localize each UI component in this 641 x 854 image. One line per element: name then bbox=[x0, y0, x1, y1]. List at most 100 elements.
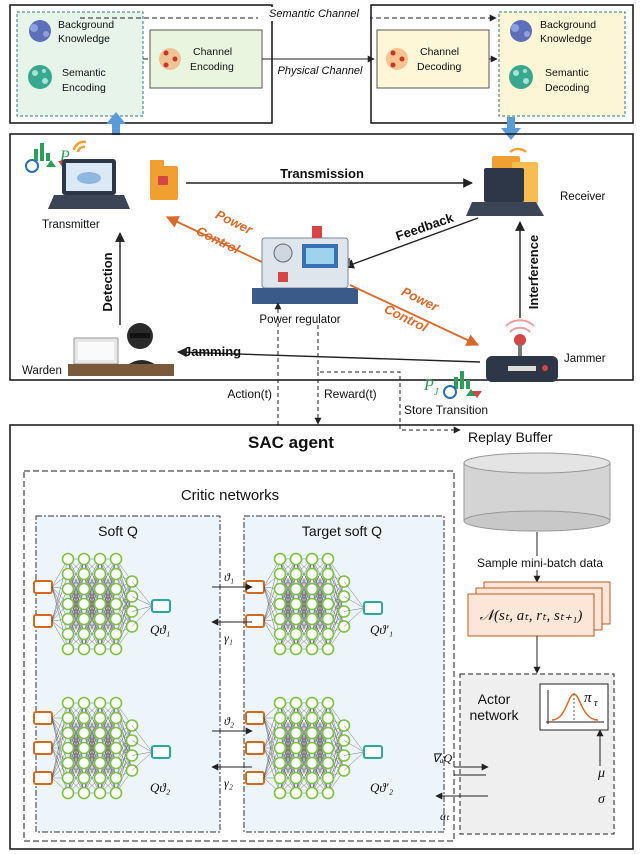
neuron bbox=[273, 726, 287, 740]
input-node bbox=[245, 771, 265, 785]
target-q2-label: Qϑ′₂ bbox=[370, 780, 394, 795]
theta1-label: ϑ₁ bbox=[224, 570, 234, 584]
neuron bbox=[109, 552, 123, 566]
blue-up-arrow bbox=[106, 112, 126, 135]
laptop-icon bbox=[466, 147, 544, 216]
neuron bbox=[273, 711, 287, 725]
neuron bbox=[289, 612, 303, 626]
neuron bbox=[109, 726, 123, 740]
replay-buffer-cylinder bbox=[463, 452, 611, 532]
warden-icon bbox=[68, 323, 174, 376]
neuron bbox=[61, 597, 75, 611]
neuron bbox=[61, 771, 75, 785]
neuron bbox=[305, 612, 319, 626]
neuron bbox=[77, 597, 91, 611]
rx-semantic-line2: Decoding bbox=[545, 82, 590, 94]
neuron bbox=[109, 597, 123, 611]
brain-icon bbox=[510, 20, 532, 42]
receiver-label: Receiver bbox=[560, 191, 606, 203]
neuron bbox=[273, 582, 287, 596]
feedback-arrow bbox=[344, 217, 479, 269]
neuron bbox=[93, 726, 107, 740]
folder-icon bbox=[150, 160, 178, 200]
neuron bbox=[289, 642, 303, 656]
neuron bbox=[93, 597, 107, 611]
feedback-label: Feedback bbox=[394, 210, 456, 244]
neuron bbox=[93, 741, 107, 755]
reward-label: Reward(t) bbox=[324, 387, 377, 401]
replay-buffer-label: Replay Buffer bbox=[468, 429, 553, 445]
target-soft-q-panel bbox=[243, 515, 445, 833]
neuron bbox=[61, 741, 75, 755]
semantic-channel-label: Semantic Channel bbox=[269, 8, 359, 20]
neuron bbox=[273, 552, 287, 566]
input-node bbox=[33, 741, 53, 755]
rx-channel-line2: Decoding bbox=[417, 61, 462, 73]
neuron bbox=[61, 696, 75, 710]
input-node bbox=[33, 711, 53, 725]
neuron bbox=[93, 642, 107, 656]
neuron bbox=[273, 627, 287, 641]
neuron bbox=[305, 711, 319, 725]
neuron bbox=[289, 597, 303, 611]
neuron bbox=[321, 756, 335, 770]
scene-frame bbox=[9, 133, 634, 381]
gamma1-label: γ₁ bbox=[224, 631, 233, 645]
neuron bbox=[321, 741, 335, 755]
policy-distribution-chart bbox=[539, 683, 609, 731]
power-regulator-icon bbox=[252, 226, 358, 304]
neuron bbox=[273, 786, 287, 800]
neuron bbox=[273, 612, 287, 626]
tx-bg-knowledge-line1: Background bbox=[58, 19, 114, 31]
neuron bbox=[109, 696, 123, 710]
transition-stack bbox=[467, 581, 611, 637]
neuron bbox=[289, 696, 303, 710]
neuron bbox=[321, 582, 335, 596]
neuron bbox=[61, 627, 75, 641]
neuron bbox=[93, 567, 107, 581]
neuron bbox=[93, 696, 107, 710]
neuron bbox=[289, 741, 303, 755]
neuron bbox=[305, 552, 319, 566]
input-node bbox=[245, 711, 265, 725]
transmitter-label: Transmitter bbox=[42, 219, 100, 231]
neuron bbox=[77, 786, 91, 800]
neuron bbox=[93, 756, 107, 770]
critic-networks-frame bbox=[23, 470, 455, 842]
neuron bbox=[289, 627, 303, 641]
soft-q-network-2 bbox=[33, 696, 171, 800]
neuron bbox=[109, 756, 123, 770]
neuron bbox=[61, 642, 75, 656]
neuron bbox=[321, 726, 335, 740]
transition-tuple: 𝒩(sₜ, aₜ, rₜ, sₜ₊₁) bbox=[480, 608, 583, 624]
jamming-label: Jamming bbox=[184, 344, 241, 359]
neuron bbox=[77, 552, 91, 566]
jamming-arrow bbox=[177, 347, 481, 363]
output-node bbox=[363, 745, 383, 759]
neuron bbox=[93, 582, 107, 596]
target-soft-q-title: Target soft Q bbox=[302, 523, 382, 539]
neuron bbox=[289, 771, 303, 785]
output-node bbox=[151, 745, 171, 759]
neuron bbox=[321, 612, 335, 626]
pt-label: P bbox=[59, 148, 70, 165]
neuron bbox=[289, 756, 303, 770]
neuron bbox=[305, 756, 319, 770]
neuron bbox=[77, 627, 91, 641]
neuron bbox=[109, 627, 123, 641]
neuron bbox=[77, 582, 91, 596]
neuron bbox=[273, 642, 287, 656]
neuron bbox=[77, 642, 91, 656]
input-node bbox=[33, 614, 53, 628]
store-transition-label: Store Transition bbox=[404, 403, 488, 417]
neuron bbox=[61, 786, 75, 800]
output-node bbox=[363, 601, 383, 615]
neuron bbox=[77, 771, 91, 785]
neuron bbox=[321, 696, 335, 710]
soft-q-network-1 bbox=[33, 552, 171, 656]
store-transition-arrow bbox=[317, 325, 461, 434]
power-chart-icon bbox=[443, 371, 482, 399]
laptop-icon bbox=[48, 159, 130, 209]
neuron bbox=[321, 642, 335, 656]
neuron bbox=[273, 771, 287, 785]
